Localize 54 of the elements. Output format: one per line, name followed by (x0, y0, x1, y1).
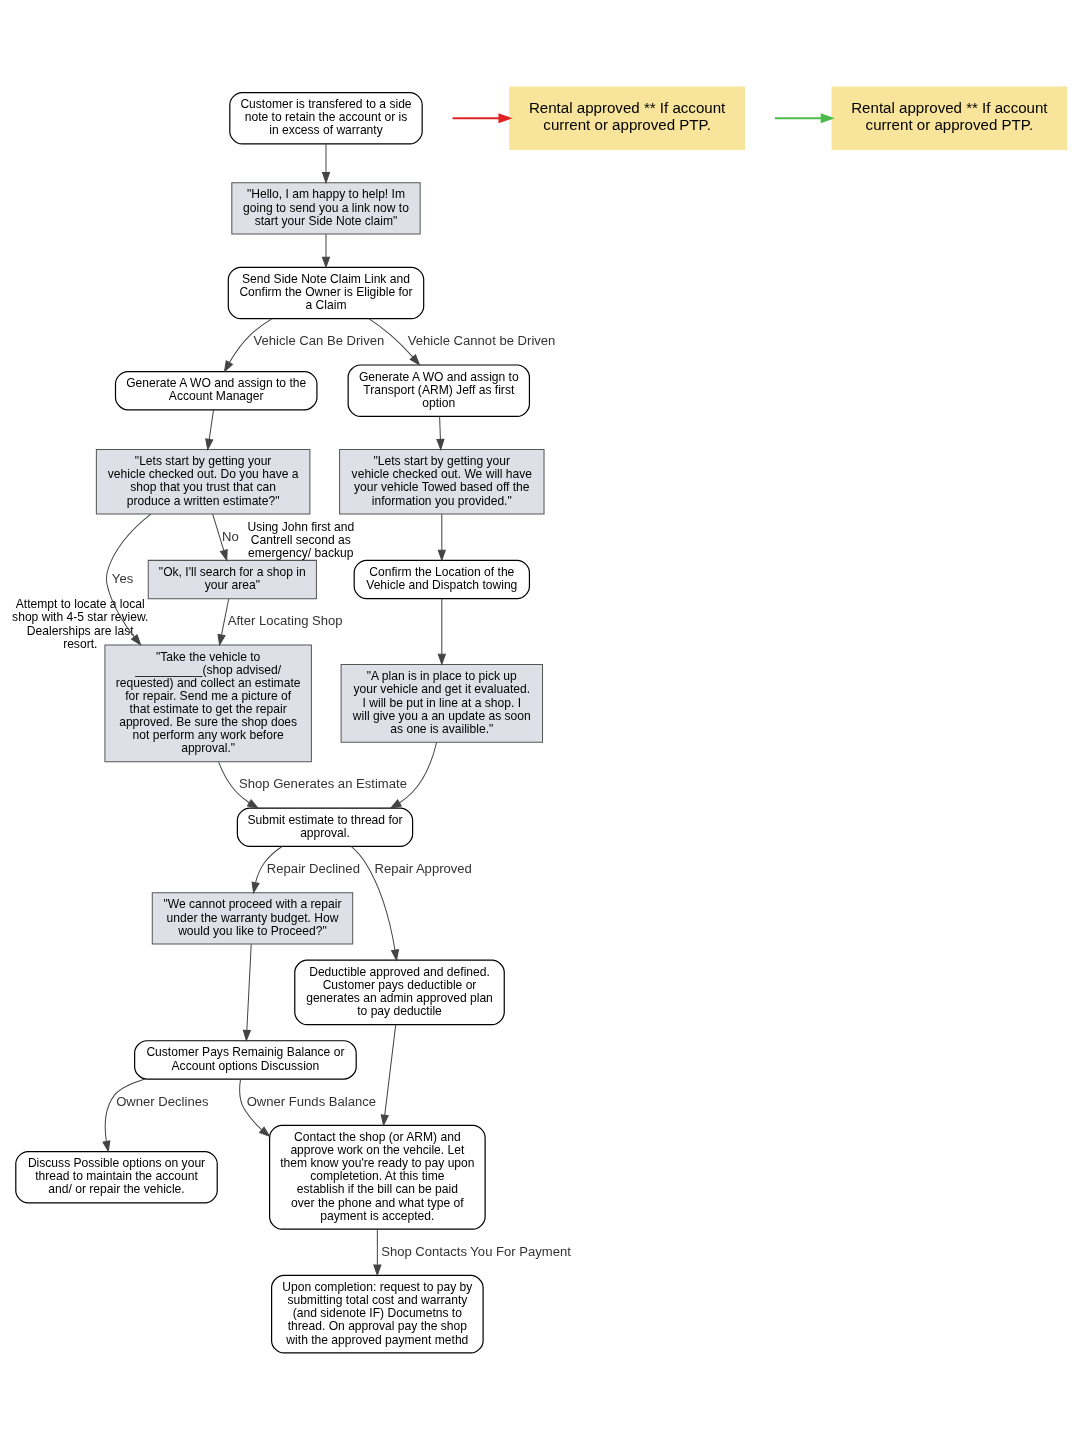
arrow (105, 513, 152, 646)
arrow (774, 113, 835, 124)
node-box: "Ok, I'll search for a shop in your area" (147, 559, 317, 600)
node-box: Rental approved ** If account current or approved PTP. (831, 86, 1068, 150)
arrow (380, 1024, 397, 1127)
arrow (436, 416, 445, 451)
edge-label: No (221, 528, 239, 544)
arrow (321, 233, 331, 269)
edge-label: Owner Funds Balance (246, 1093, 377, 1109)
arrow (437, 513, 447, 562)
edge-label: Shop Contacts You For Payment (381, 1243, 571, 1259)
edge-label: After Locating Shop (227, 613, 343, 629)
node-box: Contact the shop (or ARM) and approve work on the vehcile. Let them know you're ready to pay upon completetion. At this time establish if the bill can be paid over the phone and what type of payment is accepted. (269, 1124, 486, 1230)
node-box: Confirm the Location of the Vehicle and Dispatch towing (353, 559, 531, 600)
arrow (251, 845, 283, 895)
edge-label: Repair Approved (374, 860, 472, 876)
node-box: "Hello, I am happy to help! Im going to send you a link now to start your Side Note claim" (231, 182, 421, 235)
arrow (239, 1078, 271, 1138)
node-box: "We cannot proceed with a repair under the warranty budget. How would you like to Proceed?" (151, 892, 354, 945)
arrow (212, 513, 228, 562)
node-box: Generate A WO and assign to the Account Manager (114, 370, 318, 411)
node-label: Using John first and Cantrell second as emergency/ backup (247, 519, 355, 560)
arrow (242, 943, 252, 1042)
arrow (217, 598, 230, 647)
arrow (452, 113, 513, 124)
arrow (368, 318, 421, 366)
edge-label: Shop Generates an Estimate (239, 776, 407, 792)
node-box: "Lets start by getting your vehicle checked out. We will have your vehicle Towed based off the information you provided." (339, 449, 545, 515)
node-box: Discuss Possible options on your thread to maintain the account and/ or repair the vehicle. (15, 1150, 218, 1204)
node-box: "Lets start by getting your vehicle checked out. Do you have a shop that you trust that can produce a written estimate?" (95, 449, 311, 515)
edge-label: Vehicle Can Be Driven (253, 333, 385, 349)
arrow (321, 143, 331, 185)
node-box: Deductible approved and defined. Customer pays deductible or generates an admin approved plan to pay deductile (294, 959, 505, 1026)
node-box: Customer Pays Remainig Balance or Account options Discussion (134, 1040, 357, 1080)
node-box: "Take the vehicle to __________(shop advised/ requested) and collect an estimate for repair. Send me a picture of that estimate to get the repair approved. Be sure the shop does not perform any work before approval." (104, 644, 312, 763)
node-box: Customer is transfered to a side note to retain the account or is in excess of warranty (229, 91, 423, 145)
edge-label: Repair Declined (266, 860, 360, 876)
edge-label: Owner Declines (116, 1093, 209, 1109)
arrow (373, 1228, 382, 1277)
arrow (389, 741, 438, 809)
arrow (102, 1078, 146, 1153)
arrow (350, 846, 400, 962)
node-box: Send Side Note Claim Link and Confirm the Owner is Eligible for a Claim (227, 266, 425, 320)
arrow (205, 409, 214, 451)
arrow (223, 318, 273, 373)
node-box: Rental approved ** If account current or approved PTP. (509, 86, 745, 150)
edge-label: Vehicle Cannot be Driven (407, 333, 556, 349)
edge-label: Yes (111, 570, 134, 586)
node-box: Upon completion: request to pay by submitting total cost and warranty (and sidenote IF) Documetns to thread. On approval pay the shop with the approved payment methd (271, 1274, 484, 1354)
node-box: Generate A WO and assign to Transport (ARM) Jeff as first option (347, 364, 531, 417)
node-box: "A plan is in place to pick up your vehicle and get it evaluated. I will be put in line at a shop. I will give you a an update as soon as one is availible." (340, 664, 544, 743)
node-box: Submit estimate to thread for approval. (236, 807, 414, 847)
arrow (218, 761, 260, 809)
arrow (437, 598, 447, 666)
